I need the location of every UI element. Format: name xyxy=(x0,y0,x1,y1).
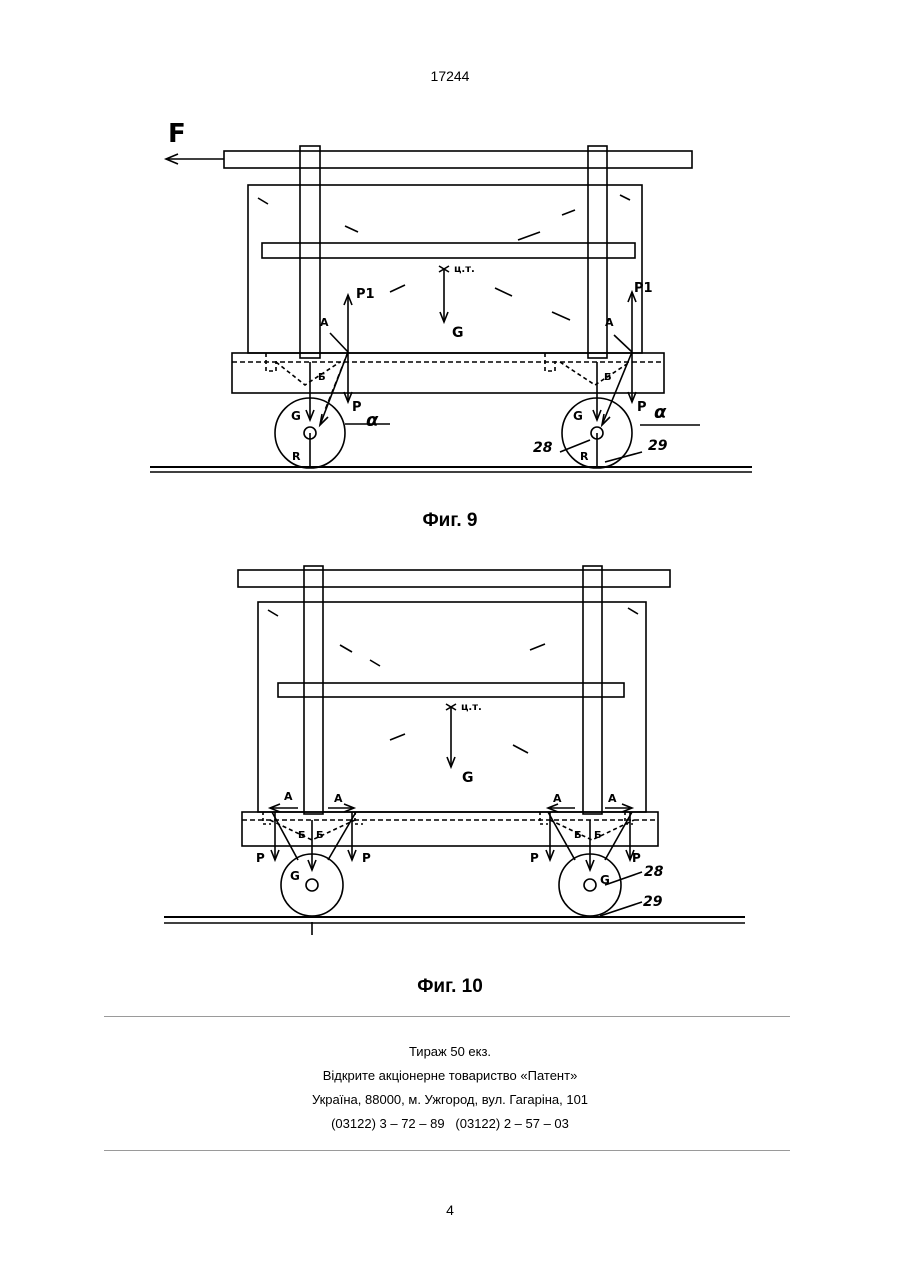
label-p1-right: P1 xyxy=(634,281,653,296)
imprint-block: Тираж 50 екз. Відкрите акціонерне товари… xyxy=(0,1040,900,1136)
label-force-f: F xyxy=(168,119,186,149)
label-b-10-1: Б xyxy=(298,830,306,841)
label-a-10-4: A xyxy=(608,792,617,805)
figure-9-drawing: F ц.т. G A A Б Б P1 P1 P P α α G G R R 2… xyxy=(0,0,900,500)
label-gravity: G xyxy=(452,325,464,341)
figure-10-drawing: ц.т. G A A A A Б Б Б Б P P P P G G 28 29 xyxy=(0,550,900,950)
label-p-10-1: P xyxy=(256,851,265,865)
label-point-a-left: A xyxy=(320,316,329,329)
imprint-address: Україна, 88000, м. Ужгород, вул. Гагарін… xyxy=(0,1088,900,1112)
imprint-publisher: Відкрите акціонерне товариство «Патент» xyxy=(0,1064,900,1088)
label-p-right: P xyxy=(637,400,647,415)
label-radius-right: R xyxy=(580,450,589,463)
label-p-10-3: P xyxy=(530,851,539,865)
divider-top xyxy=(104,1016,790,1017)
label-b-10-3: Б xyxy=(574,830,582,841)
imprint-phones: (03122) 3 – 72 – 89 (03122) 2 – 57 – 03 xyxy=(0,1112,900,1136)
label-b-10-4: Б xyxy=(594,830,602,841)
figure-9-caption: Фиг. 9 xyxy=(0,510,900,532)
label-ref-28: 28 xyxy=(533,440,553,456)
label-p-10-4: P xyxy=(632,851,641,865)
label-angle-right: α xyxy=(654,402,667,423)
label-p-10-2: P xyxy=(362,851,371,865)
label-ref-29: 29 xyxy=(648,438,668,454)
label-angle-left: α xyxy=(366,410,379,431)
label-ref-28-10: 28 xyxy=(644,864,664,880)
label-gravity-wheel-10-right: G xyxy=(600,873,610,887)
label-ref-29-10: 29 xyxy=(643,894,663,910)
label-gravity-wheel-right: G xyxy=(573,409,583,423)
label-p-left: P xyxy=(352,400,362,415)
imprint-circulation: Тираж 50 екз. xyxy=(0,1040,900,1064)
label-point-b-left: Б xyxy=(318,372,326,383)
figure-10-caption: Фиг. 10 xyxy=(0,976,900,998)
divider-bottom xyxy=(104,1150,790,1151)
label-a-10-2: A xyxy=(334,792,343,805)
label-b-10-2: Б xyxy=(316,830,324,841)
label-center-gravity: ц.т. xyxy=(454,264,475,275)
label-a-10-3: A xyxy=(553,792,562,805)
page-number: 4 xyxy=(0,1202,900,1218)
label-center-gravity-10: ц.т. xyxy=(461,702,482,713)
label-gravity-wheel-10-left: G xyxy=(290,869,300,883)
label-radius-left: R xyxy=(292,450,301,463)
label-gravity-wheel-left: G xyxy=(291,409,301,423)
label-gravity-10: G xyxy=(462,770,474,786)
label-point-a-right: A xyxy=(605,316,614,329)
label-a-10-1: A xyxy=(284,790,293,803)
label-p1-left: P1 xyxy=(356,287,375,302)
label-point-b-right: Б xyxy=(604,372,612,383)
